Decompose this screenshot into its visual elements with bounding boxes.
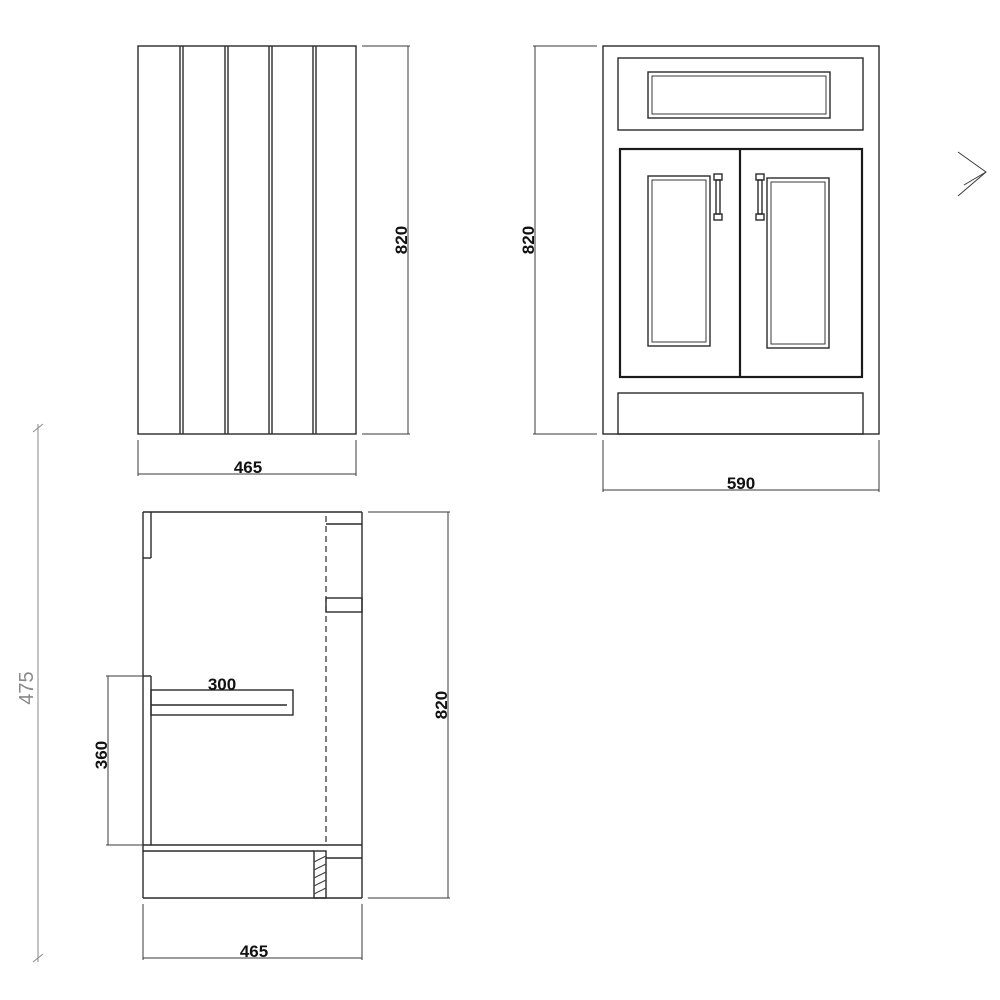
- right-door-panel-inner: [770, 181, 826, 345]
- left-door-panel-outer: [647, 175, 711, 347]
- front-view: [602, 45, 880, 435]
- section-width-dimension: 465: [142, 904, 363, 961]
- front-width-label: 590: [727, 474, 755, 493]
- plinth-section: [313, 850, 327, 899]
- section-height-dimension: 820: [368, 511, 451, 899]
- side-height-label: 820: [392, 226, 411, 254]
- plinth: [617, 392, 864, 435]
- drawer-rail: [325, 597, 363, 613]
- shelf-height-dimension: 360: [92, 675, 143, 846]
- grey-height-dimension: 475: [16, 423, 44, 963]
- section-view: [142, 511, 363, 899]
- right-door-panel-outer: [766, 177, 830, 349]
- left-door-panel-inner: [651, 179, 707, 343]
- drawer-front: [617, 57, 864, 131]
- front-height-label: 820: [519, 226, 538, 254]
- right-handle-icon: [755, 173, 765, 221]
- side-view: [137, 45, 357, 435]
- chevron-right-icon: [957, 151, 987, 197]
- side-width-dimension: 465: [137, 440, 357, 477]
- side-height-dimension: 820: [362, 45, 411, 435]
- drawer-panel-inner: [651, 75, 827, 115]
- section-height-label: 820: [432, 691, 451, 719]
- side-width-label: 465: [234, 458, 262, 477]
- shelf-height-label: 360: [92, 741, 111, 769]
- front-height-dimension: 820: [519, 45, 597, 435]
- drawer-panel-outer: [647, 71, 831, 119]
- grey-height-label: 475: [16, 671, 38, 704]
- shelf: [150, 689, 294, 716]
- front-width-dimension: 590: [602, 440, 880, 493]
- section-width-label: 465: [240, 942, 268, 961]
- left-handle-icon: [713, 173, 723, 221]
- shelf-depth-label: 300: [208, 675, 236, 694]
- side-view-outline: [137, 45, 357, 435]
